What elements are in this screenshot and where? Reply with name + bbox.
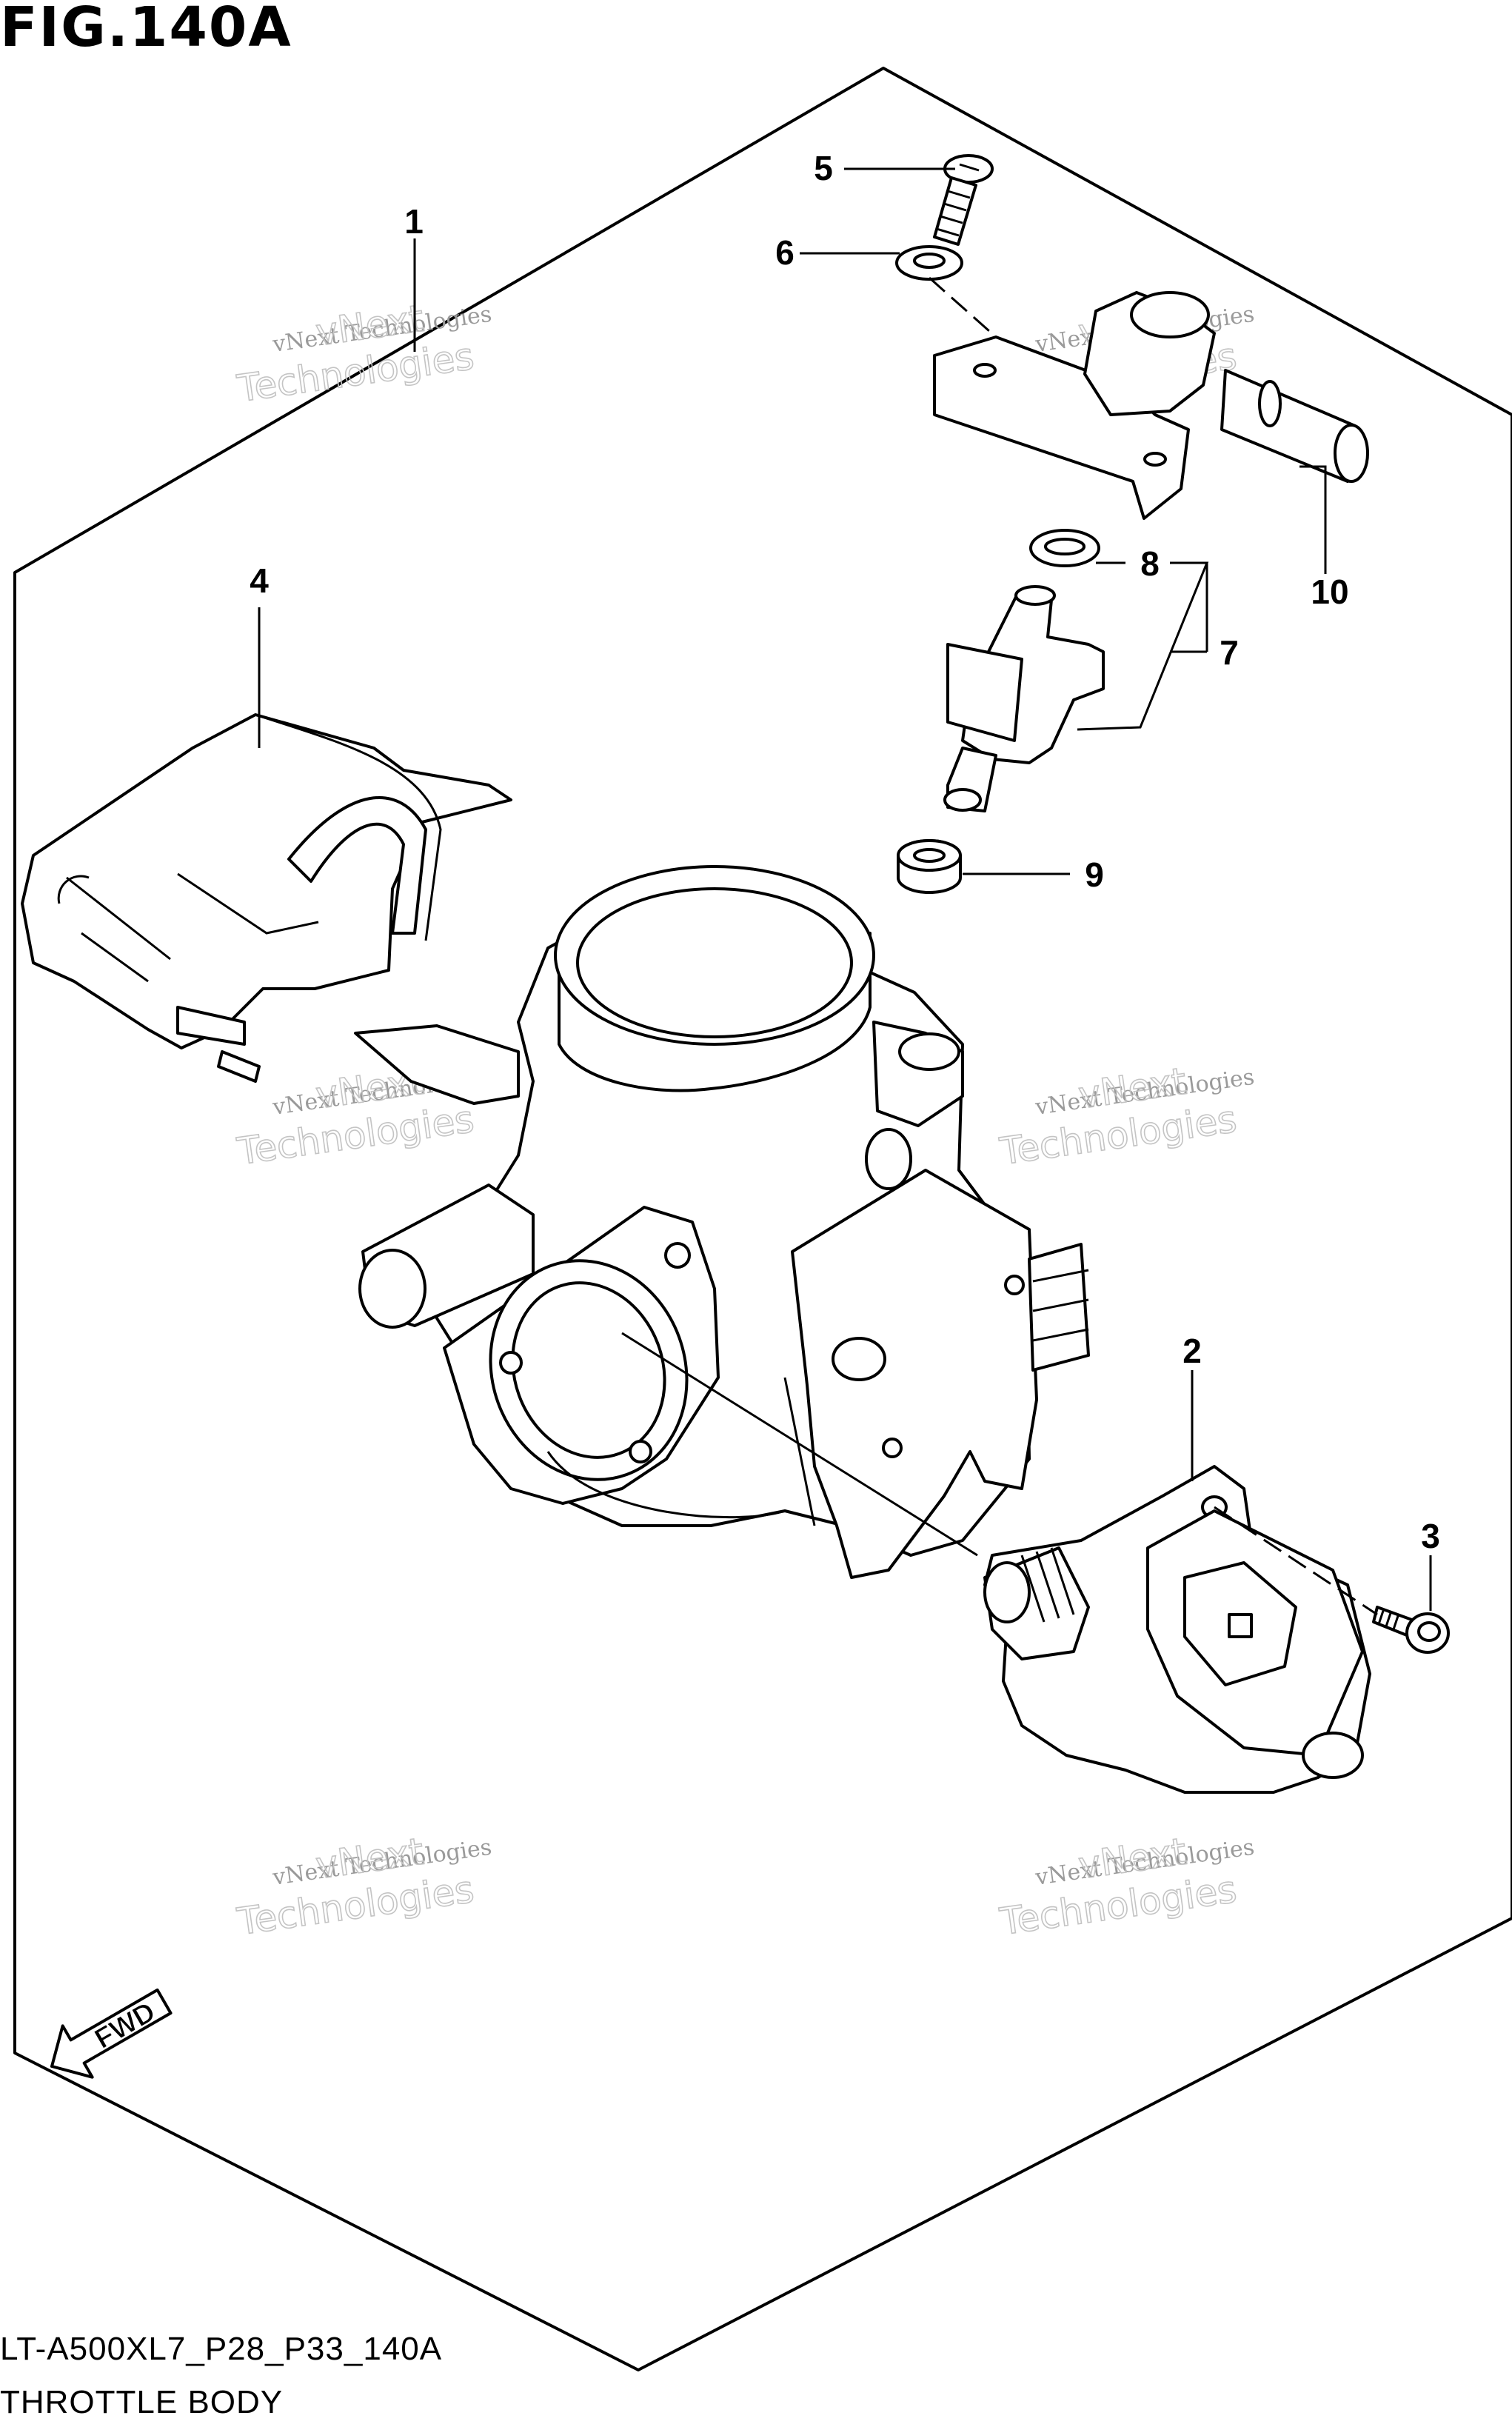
- callout-4: 4: [250, 561, 269, 600]
- figure-code: LT-A500XL7_P28_P33_140A: [0, 2331, 443, 2367]
- watermark-group-1: vNext Technologies Technologies vNext: [234, 296, 494, 411]
- fwd-label: FWD: [90, 1996, 161, 2055]
- part-fuel-delivery-pipe: [933, 291, 1369, 520]
- forward-arrow-icon: [50, 1988, 173, 2079]
- callout-9: 9: [1085, 855, 1104, 894]
- callout-5: 5: [814, 149, 833, 187]
- callout-8: 8: [1140, 544, 1160, 583]
- part-bolt: [1372, 1606, 1450, 1654]
- assembly-lines: [621, 276, 1378, 1616]
- callout-7: 7: [1220, 633, 1239, 672]
- callout-2: 2: [1182, 1332, 1202, 1370]
- part-protector-bracket: [21, 713, 512, 1083]
- part-seal: [897, 839, 962, 894]
- watermark-group-5: vNext Technologies Technologies vNext: [234, 1829, 494, 1944]
- callout-1: 1: [404, 202, 424, 241]
- watermark-group-6: vNext Technologies Technologies vNext: [997, 1829, 1257, 1944]
- callout-10: 10: [1311, 572, 1348, 611]
- part-fuel-injector: [943, 585, 1105, 812]
- part-screw: [933, 154, 994, 246]
- part-washer: [895, 245, 963, 281]
- watermark-group-4: vNext Technologies Technologies vNext: [997, 1059, 1257, 1174]
- figure-title: FIG.140A: [0, 0, 292, 59]
- figure-name: THROTTLE BODY: [0, 2384, 284, 2420]
- part-throttle-body: [354, 865, 1090, 1579]
- leader-lines: [258, 167, 1432, 1611]
- callout-3: 3: [1421, 1517, 1440, 1555]
- callout-6: 6: [775, 233, 795, 272]
- part-idle-speed-control-valve: [983, 1465, 1371, 1794]
- assembly-boundary: [13, 67, 1512, 2371]
- part-o-ring: [1029, 529, 1100, 567]
